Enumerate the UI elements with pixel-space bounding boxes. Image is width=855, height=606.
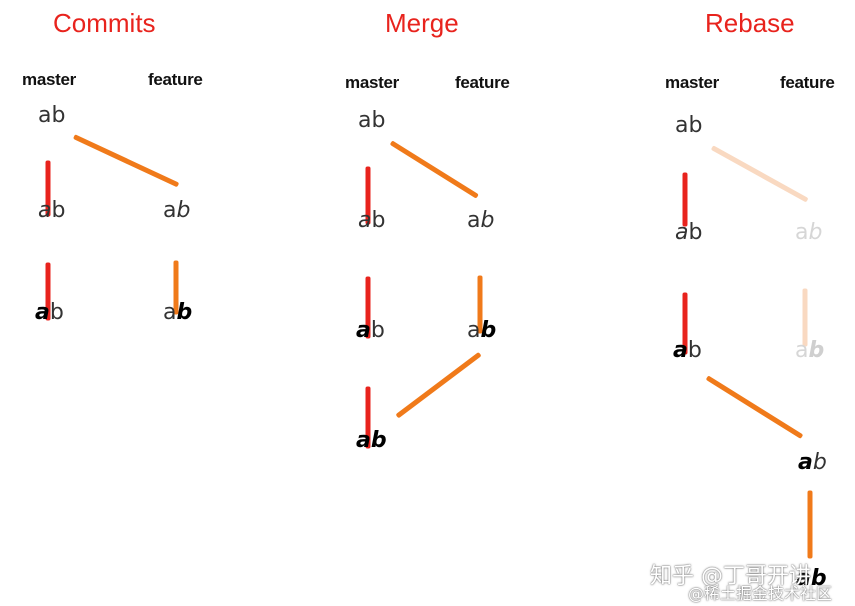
merge-master-node-3: ab — [356, 318, 385, 343]
rebase-master-label: master — [665, 73, 719, 92]
commits-feature-node-2: ab — [163, 198, 191, 223]
commits-title: Commits — [53, 8, 156, 38]
commits-feature-label: feature — [148, 70, 203, 89]
zhihu-watermark: 知乎 @丁哥开讲 — [650, 564, 811, 589]
rebase-old-branch-line — [710, 145, 809, 203]
merge-title: Merge — [385, 8, 459, 38]
rebase-new-branch-line — [705, 375, 804, 439]
rebase-rebased-node-1: ab — [798, 450, 827, 475]
commits-branch-line — [72, 134, 180, 188]
commits-feature-node-3: ab — [163, 300, 193, 325]
rebase-master-line-1 — [682, 172, 688, 227]
rebase-master-node-2: ab — [675, 220, 703, 245]
merge-master-label: master — [345, 73, 399, 92]
juejin-watermark: @稀土掘金技术社区 — [688, 584, 833, 603]
rebase-rebased-node-2: ab — [796, 566, 827, 591]
merge-feature-node-2: ab — [467, 208, 495, 233]
merge-merge-node: ab — [356, 428, 387, 453]
merge-merge-line — [395, 351, 482, 419]
merge-master-node-2: ab — [358, 208, 386, 233]
rebase-old-feature-node-2: ab — [795, 220, 823, 245]
rebase-old-feature-node-3: ab — [795, 338, 825, 363]
commits-master-node-2: ab — [38, 198, 66, 223]
commits-master-node-1: ab — [38, 103, 66, 128]
rebase-title: Rebase — [705, 8, 795, 38]
commits-master-label: master — [22, 70, 76, 89]
merge-branch-line — [389, 140, 479, 199]
merge-master-node-1: ab — [358, 108, 386, 133]
rebase-new-feature-line — [807, 490, 813, 559]
rebase-master-node-1: ab — [675, 113, 703, 138]
merge-feature-label: feature — [455, 73, 510, 92]
rebase-master-node-3: ab — [673, 338, 702, 363]
rebase-feature-label: feature — [780, 73, 835, 92]
commits-master-node-3: ab — [35, 300, 64, 325]
merge-feature-node-3: ab — [467, 318, 497, 343]
